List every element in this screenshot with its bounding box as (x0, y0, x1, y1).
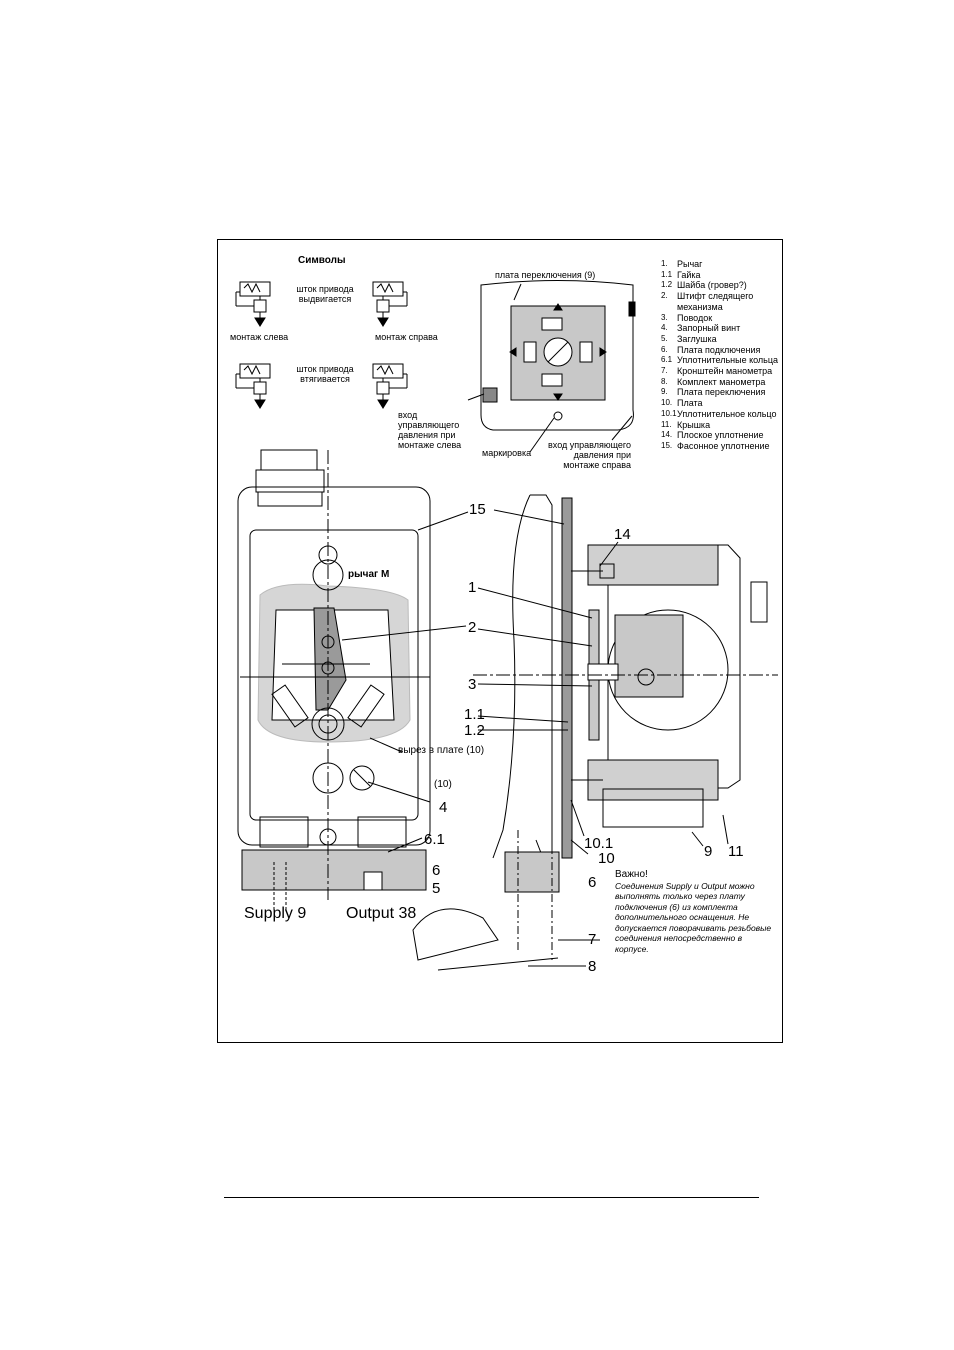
legend-item-number: 1.1 (661, 269, 673, 279)
callout-14: 14 (614, 526, 631, 543)
supply-port-label: Supply 9 (244, 905, 307, 922)
callout-8: 8 (588, 958, 597, 975)
callout-15: 15 (469, 501, 486, 518)
legend-item-label: Гайка (677, 269, 701, 280)
legend-item: 6.1 Уплотнительные кольца (661, 355, 779, 366)
legend-item-number: 10.1 (661, 408, 677, 418)
ref-10-label: (10) (434, 779, 452, 790)
legend-item: 1.2 Шайба (гровер?) (661, 280, 779, 291)
symbol-retracts-left (235, 363, 271, 409)
output-port-label: Output 38 (346, 905, 417, 922)
legend-item-label: Плата подключения (677, 344, 761, 355)
callout-10-1: 10.1 (584, 835, 614, 852)
note-heading: Важно! (615, 869, 648, 880)
legend-item-label: Штифт следящего механизма (677, 291, 754, 312)
callout-6-front: 6 (432, 862, 441, 879)
legend-item-label: Шайба (гровер?) (677, 280, 747, 291)
inlet-right-label: вход управляющего давления при монтаже с… (548, 440, 631, 470)
legend-item-label: Запорный винт (677, 323, 741, 334)
important-note: Важно! Соединения Supply и Output можно … (615, 869, 775, 954)
legend-item-number: 15. (661, 440, 673, 450)
symbols-title: Символы (298, 255, 346, 266)
symbol-retracts-right (372, 363, 408, 409)
legend-item-number: 9. (661, 387, 668, 397)
legend-item-number: 8. (661, 376, 668, 386)
switch-plate-title: плата переключения (9) (495, 270, 596, 280)
label-rod-retracts: шток привода втягивается (296, 364, 354, 384)
callout-7: 7 (588, 931, 597, 948)
legend-item-label: Уплотнительные кольца (677, 355, 779, 366)
legend-item-label: Плата переключения (677, 387, 766, 398)
leader-lines (341, 509, 729, 967)
section-view (412, 494, 778, 971)
legend-item-number: 5. (661, 333, 668, 343)
label-mount-left: монтаж слева (230, 332, 289, 342)
callout-11: 11 (728, 843, 744, 860)
legend-item-number: 6.1 (661, 355, 673, 365)
legend-item-number: 7. (661, 366, 668, 376)
callout-5: 5 (432, 880, 441, 897)
legend-item: 14. Плоское уплотнение (661, 430, 779, 441)
legend-item-label: Поводок (677, 312, 713, 323)
legend-item-number: 4. (661, 323, 668, 333)
callout-9: 9 (704, 843, 713, 860)
legend-item-label: Комплект манометра (677, 376, 766, 387)
marking-label: маркировка (482, 448, 532, 458)
legend-item-number: 10. (661, 398, 673, 408)
legend-item: 1. Рычаг (661, 259, 779, 270)
legend-item: 2. Штифт следящего механизма (661, 291, 779, 312)
callout-2: 2 (468, 619, 477, 636)
footer-rule (224, 1197, 759, 1198)
inlet-left-label: вход управляющего давления при монтаже с… (398, 410, 462, 450)
legend-item: 8. Комплект манометра (661, 377, 779, 388)
legend-item-label: Уплотнительное кольцо (677, 408, 777, 419)
legend-item-number: 2. (661, 291, 668, 301)
callout-4: 4 (439, 799, 448, 816)
callout-10: 10 (598, 850, 615, 867)
legend-item: 4. Запорный винт (661, 323, 779, 334)
legend-item-number: 14. (661, 430, 673, 440)
legend-item: 1.1 Гайка (661, 270, 779, 281)
callout-6-1: 6.1 (424, 831, 445, 848)
legend-item: 5. Заглушка (661, 334, 779, 345)
legend-item-number: 3. (661, 312, 668, 322)
legend-item-number: 11. (661, 419, 672, 429)
legend-item-number: 1.2 (661, 280, 673, 290)
legend-item-label: Рычаг (677, 259, 703, 269)
legend-item: 3. Поводок (661, 313, 779, 324)
callout-1: 1 (468, 579, 477, 596)
legend-item-label: Заглушка (677, 333, 717, 344)
mounting-diagram (235, 280, 778, 971)
symbol-extends-left (235, 281, 271, 327)
cutout-label: вырез в плате (10) (398, 745, 485, 756)
symbol-extends-right (372, 281, 408, 327)
legend-item-label: Кронштейн манометра (677, 366, 773, 377)
label-rod-extends: шток привода выдвигается (296, 284, 354, 304)
legend-item: 7. Кронштейн манометра (661, 366, 779, 377)
parts-legend: 1. Рычаг 1.1 Гайка 1.2 Шайба (гровер?) 2. Штифт… (661, 259, 779, 452)
legend-item-label: Крышка (677, 419, 711, 430)
legend-item: 6. Плата подключения (661, 345, 779, 356)
switch-plate-inset (480, 280, 636, 431)
legend-item: 9. Плата переключения (661, 387, 779, 398)
figure-frame: Символы шток привода выдвигается шток пр… (217, 239, 783, 1043)
label-mount-right: монтаж справа (375, 332, 438, 342)
legend-item-number: 1. (661, 259, 668, 268)
legend-item-label: Плата (677, 398, 703, 409)
legend-item-label: Плоское уплотнение (677, 430, 764, 441)
front-view-housing (237, 449, 431, 910)
legend-item: 10. Плата (661, 398, 779, 409)
callout-6-side: 6 (588, 874, 597, 891)
callout-1-2: 1.2 (464, 722, 485, 739)
callout-3: 3 (468, 676, 477, 693)
callout-1-1: 1.1 (464, 706, 485, 723)
legend-item-number: 6. (661, 344, 668, 354)
lever-m-label: рычаг М (348, 569, 390, 580)
legend-item: 15. Фасонное уплотнение (661, 441, 779, 452)
legend-item: 11. Крышка (661, 420, 779, 431)
note-body: Соединения Supply и Output можно выполня… (615, 880, 772, 954)
legend-item-label: Фасонное уплотнение (677, 440, 770, 451)
